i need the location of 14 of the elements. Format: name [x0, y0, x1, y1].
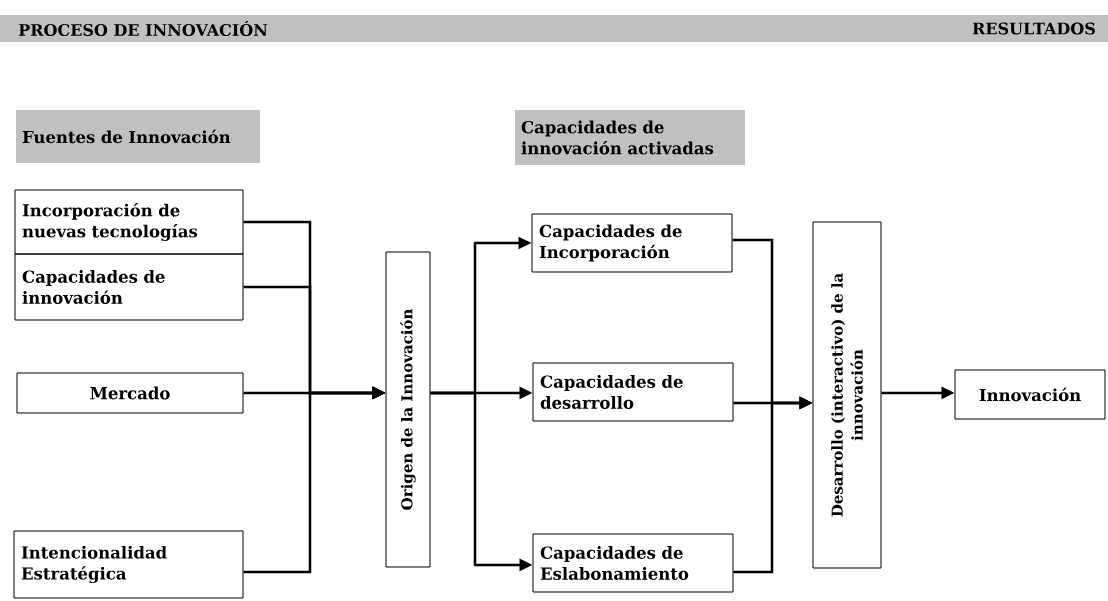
process-box: Incorporación de nuevas tecnologías — [14, 189, 244, 255]
vertical-process-box: Origen de la Innovación — [385, 251, 431, 568]
vertical-process-box: Desarrollo (interactivo) de la innovación — [812, 221, 882, 569]
process-box: Mercado — [16, 372, 244, 414]
process-box: Intencionalidad Estratégica — [13, 530, 244, 599]
process-box: Capacidades de Eslabonamiento — [532, 533, 734, 593]
section-label: Capacidades de innovación activadas — [515, 110, 745, 165]
process-box: Capacidades de Incorporación — [531, 213, 733, 273]
process-box: Capacidades de desarrollo — [532, 362, 734, 422]
header-label: PROCESO DE INNOVACIÓN — [18, 20, 268, 36]
process-box: Capacidades de innovación — [14, 253, 244, 321]
header-label: RESULTADOS — [972, 22, 1095, 35]
process-box: Innovación — [954, 369, 1106, 420]
section-label: Fuentes de Innovación — [16, 110, 260, 163]
